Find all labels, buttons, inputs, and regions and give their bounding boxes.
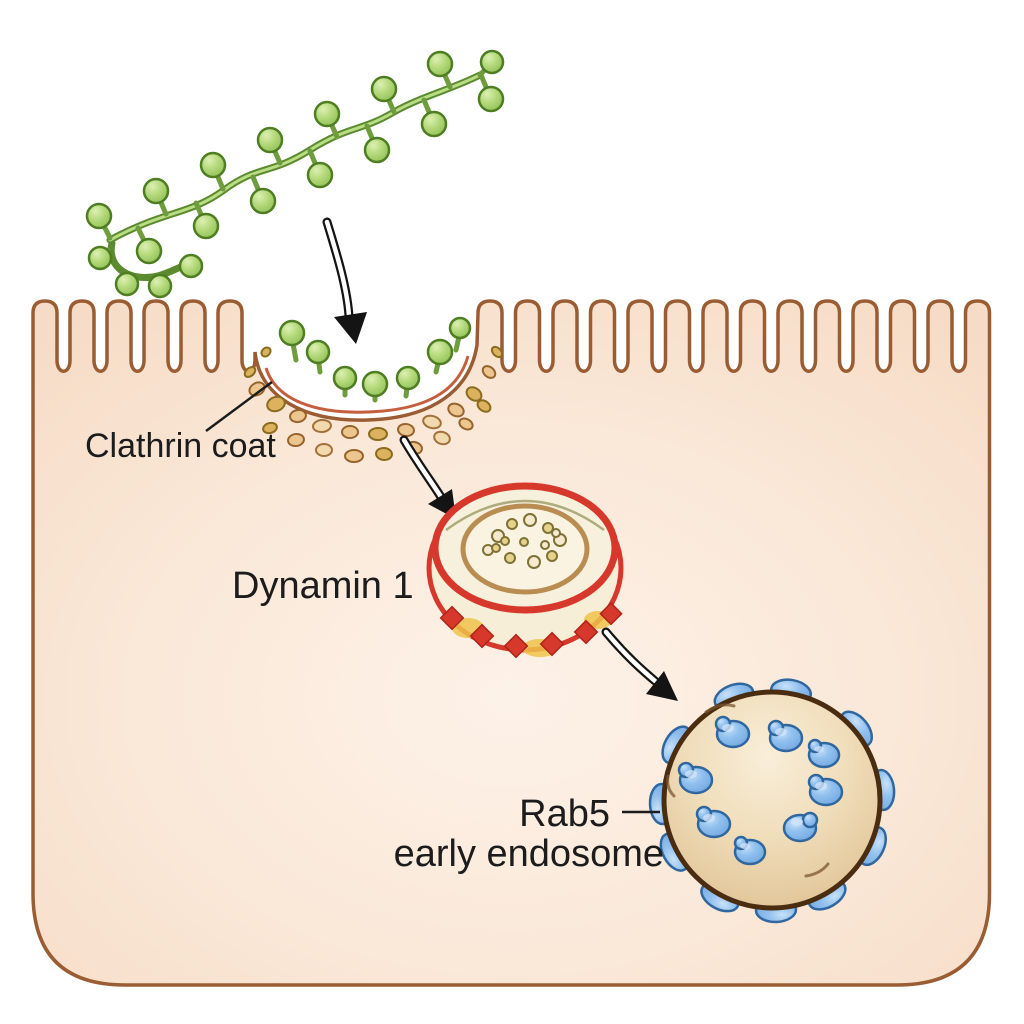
arrowhead: [646, 671, 678, 701]
clathrin-fragment: [504, 552, 516, 564]
clathrin-pebble: [262, 421, 278, 435]
clathrin-pebble: [341, 425, 359, 439]
cargo-bead: [448, 316, 472, 340]
clathrin-pebble: [375, 446, 393, 462]
clathrin-fragment: [491, 543, 501, 553]
rab5-protein: [767, 719, 804, 753]
clathrin-fragment: [527, 555, 541, 569]
ligand-bead: [420, 110, 448, 138]
clathrin-pebble: [458, 417, 474, 431]
clathrin-pebble: [315, 443, 333, 457]
clathrin-coat-label: Clathrin coat: [85, 427, 276, 465]
ligand-bead: [306, 161, 334, 189]
clathrin-pebble: [312, 418, 332, 434]
ligand-backbone-branch: [107, 239, 192, 282]
cargo-bead: [332, 365, 358, 391]
rab5-protein: [714, 715, 751, 749]
clathrin-pebble: [481, 365, 497, 379]
ligand-bead: [192, 212, 220, 240]
ligand-bead: [370, 75, 398, 103]
rab5-label: Rab5: [519, 793, 610, 835]
ligand-molecule: [85, 49, 505, 299]
early-endosome: [648, 678, 896, 924]
clathrin-fragment: [551, 528, 561, 538]
cargo-bead: [395, 365, 421, 391]
clathrin-pebble: [289, 408, 307, 424]
ligand-bead: [256, 126, 284, 154]
ligand-backbone-highlight: [108, 73, 482, 242]
clathrin-pebble: [476, 399, 492, 413]
clathrin-fragment: [540, 540, 550, 550]
clathrin-fragments: [482, 513, 567, 569]
arrowhead: [334, 312, 367, 344]
ligand-bead: [249, 187, 277, 215]
cargo-bead: [278, 319, 306, 347]
clathrin-fragment: [546, 550, 558, 562]
ligand-bead: [114, 271, 140, 297]
rab5-protein: [733, 835, 767, 866]
clathrin-fragment: [519, 537, 529, 547]
ligand-bead: [178, 253, 204, 279]
clathrin-pebble: [368, 427, 388, 441]
dynamin-label: Dynamin 1: [232, 565, 414, 607]
clathrin-fragment: [506, 518, 518, 530]
ligand-bead: [426, 50, 454, 78]
clathrin-pebble: [433, 430, 451, 446]
dynamin-subunit: [599, 602, 623, 626]
ligand-bead: [147, 273, 173, 299]
ligand-bead: [135, 237, 163, 265]
clathrin-fragment: [542, 522, 554, 534]
arrow-vesicle-to-endosome: [601, 627, 678, 701]
rab5-surface-proteins: [677, 715, 844, 866]
clathrin-pebble: [465, 386, 483, 402]
ligand-bead: [477, 85, 505, 113]
arrow-ligand-to-pit: [322, 217, 367, 344]
ligand-bead: [85, 202, 113, 230]
cargo-bead: [361, 370, 389, 398]
pit-cargo: [278, 316, 472, 403]
vesicle-inner-membrane: [460, 503, 590, 595]
clathrin-pebble: [447, 402, 465, 418]
clathrin-coated-vesicle: [426, 482, 624, 659]
coated-pit-inner-membrane: [264, 355, 470, 414]
clathrin-fragment: [523, 513, 537, 527]
ligand-bead: [363, 136, 391, 164]
clathrin-pebble: [422, 414, 442, 430]
rab5-protein: [782, 811, 819, 843]
clathrin-pebble: [248, 381, 266, 397]
dynamin-subunit: [439, 605, 465, 631]
rab5-protein: [807, 773, 844, 807]
clathrin-fragment: [500, 536, 510, 546]
clathrin-pebble: [266, 395, 286, 413]
rab5-protein: [695, 805, 732, 839]
clathrin-pebble: [344, 449, 364, 463]
ligand-bead: [479, 49, 505, 75]
rab5-protein: [677, 761, 714, 795]
endosome-shading: [666, 774, 676, 798]
ligand-bead: [313, 100, 341, 128]
clathrin-pebble: [490, 345, 504, 359]
dynamin-subunit: [539, 631, 565, 657]
early-endosome-label: early endosome: [394, 833, 664, 875]
clathrin-pebble: [260, 346, 272, 358]
clathrin-pebble: [287, 432, 305, 448]
dynamin-subunit: [503, 633, 529, 659]
vesicle-rim-shading: [445, 499, 605, 532]
ligand-bead: [199, 151, 227, 179]
clathrin-leader-line: [205, 380, 273, 433]
ligand-bead: [142, 177, 170, 205]
dynamin-subunit: [573, 619, 599, 645]
cargo-bead: [426, 338, 454, 366]
endosome-shading: [704, 703, 736, 714]
cargo-bead: [305, 339, 331, 365]
ligand-bead: [87, 245, 113, 271]
endosome-shading: [804, 862, 830, 878]
rab5-protein: [807, 738, 841, 769]
dynamin-subunit: [469, 623, 495, 649]
ligand-beads: [85, 49, 505, 299]
clathrin-pebble: [243, 366, 257, 378]
clathrin-coat-pebbles: [243, 345, 504, 463]
